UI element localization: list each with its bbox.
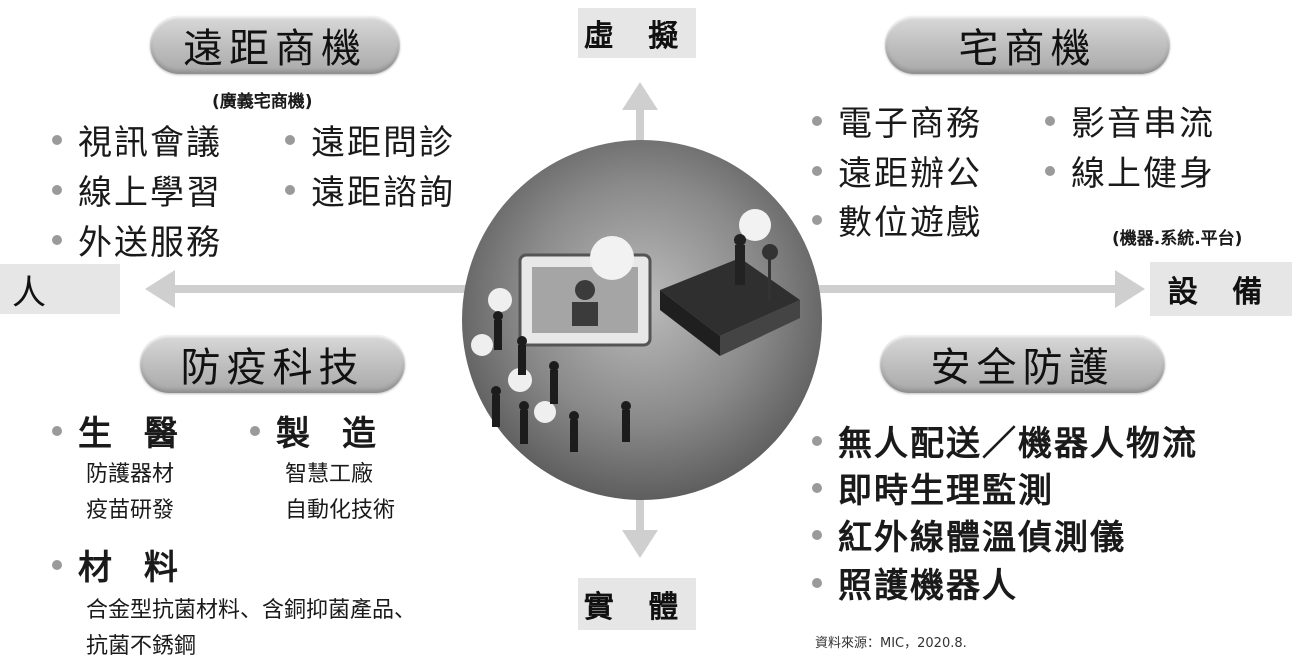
- remote-note: (廣義宅商機): [212, 92, 313, 112]
- security-title: 安全防護: [880, 335, 1165, 393]
- bullet-icon: [812, 214, 822, 225]
- bullet-icon: [812, 529, 822, 540]
- home-item: 數位遊戲: [812, 195, 982, 244]
- remote-item: 外送服務: [52, 215, 222, 264]
- security-item: 無人配送／機器人物流: [812, 416, 1198, 465]
- epidemic-group-label: 材 料: [52, 540, 188, 589]
- home-item: 影音串流: [1045, 96, 1215, 145]
- bullet-icon: [285, 134, 295, 145]
- axis-left-label: 人: [0, 264, 120, 314]
- bullet-icon: [52, 134, 62, 145]
- down-arrowhead: [622, 530, 658, 558]
- remote-title: 遠距商機: [150, 16, 400, 74]
- remote-item: 視訊會議: [52, 115, 222, 164]
- home-item: 遠距辦公: [812, 146, 982, 195]
- bullet-icon: [52, 234, 62, 245]
- bullet-icon: [52, 184, 62, 195]
- epidemic-group-label: 製 造: [250, 406, 386, 455]
- home-title: 宅商機: [885, 16, 1170, 74]
- bullet-icon: [285, 184, 295, 195]
- right-arrowhead: [1115, 270, 1145, 308]
- bullet-icon: [52, 559, 62, 570]
- security-item: 即時生理監測: [812, 463, 1054, 512]
- epidemic-sub-item: 智慧工廠: [285, 462, 374, 487]
- axis-right-note: (機器.系統.平台): [1112, 229, 1243, 249]
- up-arrowhead: [622, 82, 658, 110]
- bullet-icon: [812, 165, 822, 176]
- central-illustration: [462, 140, 822, 500]
- bullet-icon: [812, 577, 822, 588]
- epidemic-sub-item: 抗菌不銹鋼: [86, 634, 197, 659]
- remote-item: 遠距問診: [285, 115, 455, 164]
- left-arrowhead: [145, 270, 175, 308]
- axis-top-label: 虛 擬: [578, 8, 696, 58]
- epidemic-group-label: 生 醫: [52, 406, 188, 455]
- remote-item: 遠距諮詢: [285, 165, 455, 214]
- bullet-icon: [812, 435, 822, 446]
- bullet-icon: [812, 115, 822, 126]
- bullet-icon: [52, 425, 62, 436]
- epidemic-sub-item: 自動化技術: [285, 498, 396, 523]
- home-item: 電子商務: [812, 96, 982, 145]
- home-item: 線上健身: [1045, 146, 1215, 195]
- axis-right-label: 設 備: [1150, 262, 1292, 316]
- epidemic-title: 防疫科技: [140, 335, 405, 393]
- bullet-icon: [250, 425, 260, 436]
- security-item: 紅外線體溫偵測儀: [812, 510, 1126, 559]
- epidemic-sub-item: 防護器材: [86, 462, 175, 487]
- epidemic-sub-item: 合金型抗菌材料、含銅抑菌產品、: [86, 598, 417, 623]
- bullet-icon: [1045, 165, 1055, 176]
- security-item: 照護機器人: [812, 558, 1018, 607]
- remote-item: 線上學習: [52, 165, 222, 214]
- axis-bottom-label: 實 體: [578, 578, 696, 630]
- bullet-icon: [812, 482, 822, 493]
- bullet-icon: [1045, 115, 1055, 126]
- source-note: 資料來源：MIC，2020.8.: [815, 636, 967, 651]
- epidemic-sub-item: 疫苗研發: [86, 498, 175, 523]
